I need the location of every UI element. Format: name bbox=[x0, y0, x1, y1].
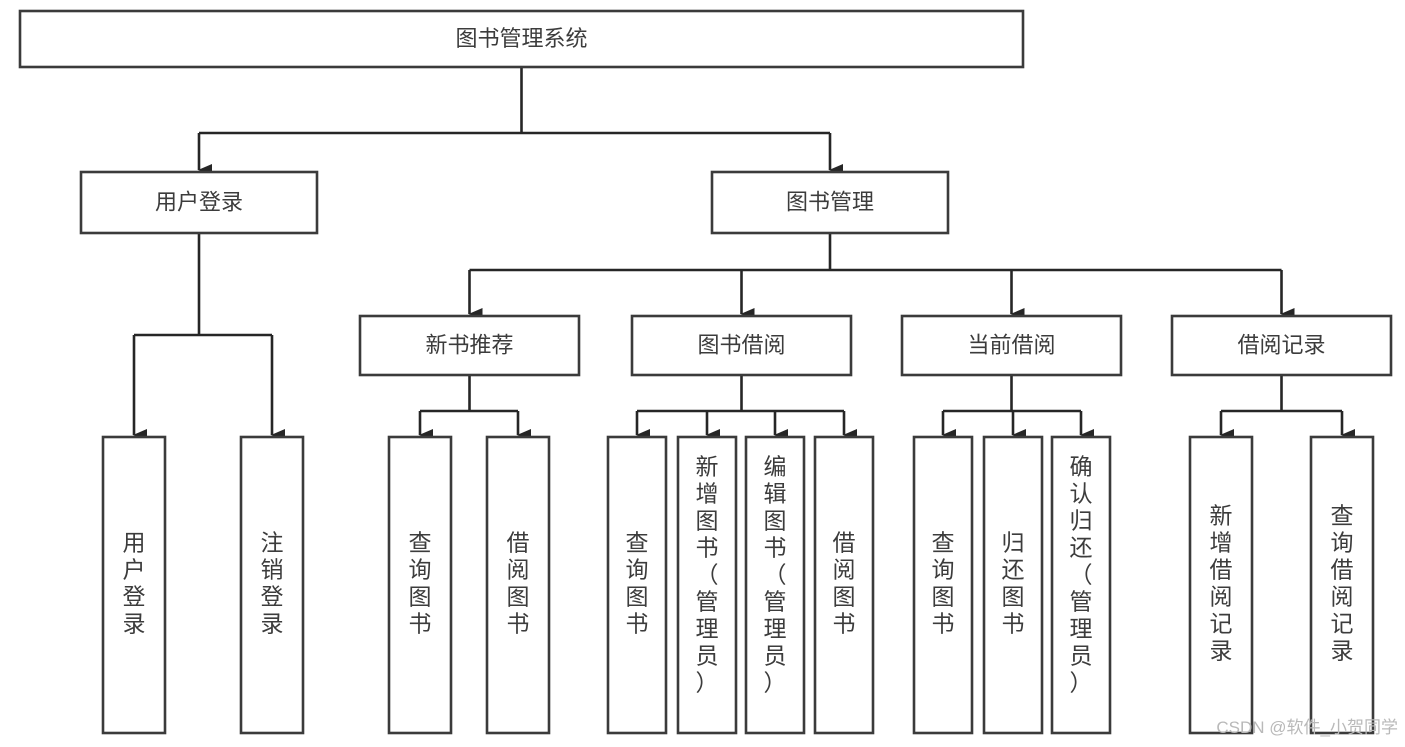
node-label-leaf-return-book: 归还图书 bbox=[1002, 530, 1025, 637]
node-box-leaf-add-record bbox=[1188, 435, 1254, 735]
node-label-leaf-user-login: 用户登录 bbox=[123, 530, 146, 637]
node-leaf-query-book-2[interactable]: 查询图书 bbox=[606, 435, 668, 735]
node-book-borrow[interactable]: 图书借阅 bbox=[630, 314, 853, 377]
node-box-leaf-user-login bbox=[101, 435, 167, 735]
node-label-leaf-query-book-3: 查询图书 bbox=[932, 530, 955, 637]
node-label-book-borrow: 图书借阅 bbox=[697, 332, 785, 357]
node-leaf-query-record[interactable]: 查询借阅记录 bbox=[1309, 435, 1375, 735]
node-label-leaf-borrow-book-1: 借阅图书 bbox=[507, 530, 530, 637]
node-leaf-add-record[interactable]: 新增借阅记录 bbox=[1188, 435, 1254, 735]
node-box-leaf-query-book-1 bbox=[387, 435, 453, 735]
node-leaf-borrow-book-1[interactable]: 借阅图书 bbox=[485, 435, 551, 735]
node-leaf-user-login[interactable]: 用户登录 bbox=[101, 435, 167, 735]
node-box-book-manage bbox=[710, 170, 950, 235]
node-box-leaf-query-book-3 bbox=[912, 435, 974, 735]
node-leaf-query-book-3[interactable]: 查询图书 bbox=[912, 435, 974, 735]
node-leaf-edit-book[interactable]: 编辑图书（管理员） bbox=[744, 435, 806, 735]
node-leaf-add-book[interactable]: 新增图书（管理员） bbox=[676, 435, 738, 735]
node-label-current-borrow: 当前借阅 bbox=[967, 332, 1055, 357]
node-leaf-return-book[interactable]: 归还图书 bbox=[982, 435, 1044, 735]
node-box-leaf-query-book-2 bbox=[606, 435, 668, 735]
node-label-leaf-add-record: 新增借阅记录 bbox=[1210, 503, 1233, 664]
node-leaf-logout[interactable]: 注销登录 bbox=[239, 435, 305, 735]
node-leaf-confirm-return[interactable]: 确认归还（管理员） bbox=[1050, 435, 1112, 735]
node-leaf-query-book-1[interactable]: 查询图书 bbox=[387, 435, 453, 735]
node-label-leaf-confirm-return: 确认归还（管理员） bbox=[1070, 454, 1093, 696]
node-box-leaf-return-book bbox=[982, 435, 1044, 735]
node-box-user-login bbox=[79, 170, 319, 235]
node-box-borrow-record bbox=[1170, 314, 1393, 377]
node-box-leaf-edit-book bbox=[744, 435, 806, 735]
node-box-leaf-query-record bbox=[1309, 435, 1375, 735]
node-label-leaf-logout: 注销登录 bbox=[261, 530, 284, 637]
node-leaf-borrow-book-2[interactable]: 借阅图书 bbox=[813, 435, 875, 735]
node-borrow-record[interactable]: 借阅记录 bbox=[1170, 314, 1393, 377]
node-box-leaf-borrow-book-2 bbox=[813, 435, 875, 735]
node-box-leaf-logout bbox=[239, 435, 305, 735]
node-box-current-borrow bbox=[900, 314, 1123, 377]
node-label-borrow-record: 借阅记录 bbox=[1237, 332, 1325, 357]
node-label-new-book-recommend: 新书推荐 bbox=[425, 332, 513, 357]
node-box-book-borrow bbox=[630, 314, 853, 377]
node-box-leaf-add-book bbox=[676, 435, 738, 735]
node-book-manage[interactable]: 图书管理 bbox=[710, 170, 950, 235]
csdn-watermark: CSDN @软件_小贺同学 bbox=[1216, 718, 1398, 737]
node-box-new-book-recommend bbox=[358, 314, 581, 377]
node-root[interactable]: 图书管理系统 bbox=[18, 9, 1025, 69]
node-label-leaf-query-book-2: 查询图书 bbox=[626, 530, 649, 637]
node-label-book-manage: 图书管理 bbox=[786, 189, 874, 214]
node-current-borrow[interactable]: 当前借阅 bbox=[900, 314, 1123, 377]
node-box-root bbox=[18, 9, 1025, 69]
connector-layer bbox=[132, 67, 1355, 441]
node-user-login[interactable]: 用户登录 bbox=[79, 170, 319, 235]
node-box-leaf-confirm-return bbox=[1050, 435, 1112, 735]
node-label-root: 图书管理系统 bbox=[455, 26, 587, 51]
node-label-leaf-query-record: 查询借阅记录 bbox=[1331, 503, 1354, 664]
node-new-book-recommend[interactable]: 新书推荐 bbox=[358, 314, 581, 377]
node-box-leaf-borrow-book-1 bbox=[485, 435, 551, 735]
node-label-leaf-add-book: 新增图书（管理员） bbox=[696, 454, 719, 696]
node-label-leaf-edit-book: 编辑图书（管理员） bbox=[764, 454, 787, 696]
node-label-leaf-borrow-book-2: 借阅图书 bbox=[833, 530, 856, 637]
node-layer: 图书管理系统用户登录图书管理新书推荐图书借阅当前借阅借阅记录用户登录注销登录查询… bbox=[18, 9, 1393, 735]
node-label-leaf-query-book-1: 查询图书 bbox=[409, 530, 432, 637]
node-label-user-login: 用户登录 bbox=[155, 189, 243, 214]
